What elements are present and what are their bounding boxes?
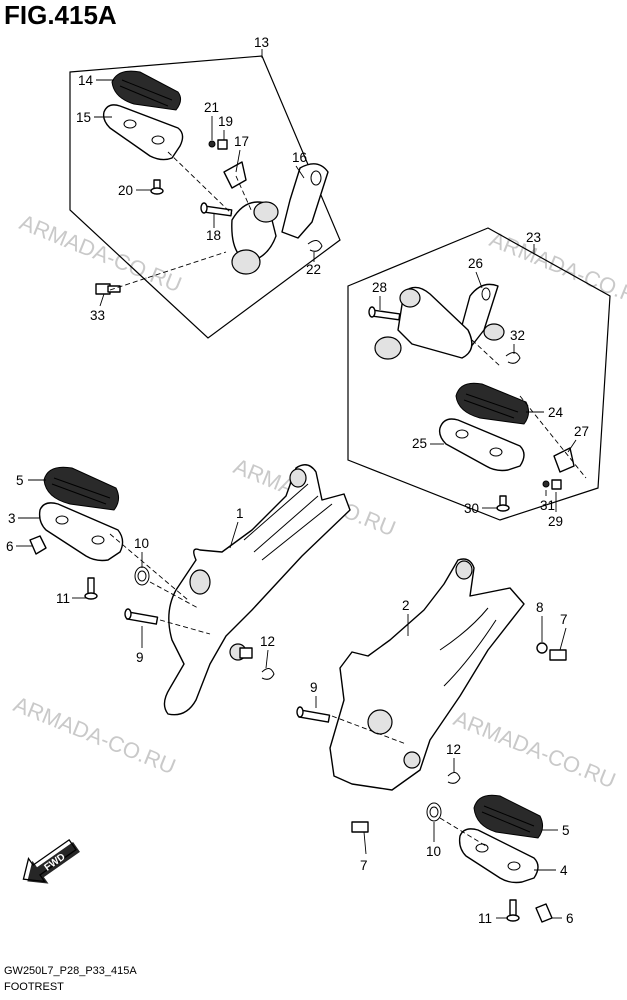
bolt-7-upper <box>549 649 567 661</box>
figure-title: FIG.415A <box>4 0 117 30</box>
callout-19: 19 <box>218 114 233 129</box>
watermark: ARMADA-CO.RU <box>450 705 619 793</box>
callout-2: 2 <box>402 598 410 613</box>
callout-25: 25 <box>412 436 427 451</box>
footpeg-rubber-5-left <box>43 466 120 511</box>
assembly-23-parts <box>368 283 587 512</box>
callout-15: 15 <box>76 110 91 125</box>
assembly-13-box <box>69 49 341 339</box>
callout-21: 21 <box>204 100 219 115</box>
callout-13: 13 <box>254 35 269 50</box>
footpeg-rubber-14 <box>111 70 182 111</box>
callout-9-right: 9 <box>310 680 318 695</box>
main-bracket-2-assembly <box>296 558 567 923</box>
callout-14: 14 <box>78 73 94 88</box>
watermark: ARMADA-CO.RU <box>486 226 627 314</box>
fwd-arrow: FWD <box>22 838 80 884</box>
callout-10-left: 10 <box>134 536 149 551</box>
pin-28 <box>368 306 401 321</box>
footpeg-25 <box>438 418 525 472</box>
callout-12-left: 12 <box>260 634 275 649</box>
callout-32: 32 <box>510 328 525 343</box>
assembly-23-box <box>347 227 611 521</box>
callout-1: 1 <box>236 506 244 521</box>
spring-10-left <box>134 566 150 586</box>
bolt-29-31 <box>542 479 562 490</box>
bracket-26 <box>374 283 505 360</box>
callout-7-lower: 7 <box>360 858 368 873</box>
watermark: ARMADA-CO.RU <box>10 691 179 779</box>
bolt-30 <box>496 495 510 512</box>
callout-11-left: 11 <box>56 591 70 606</box>
callout-11-right: 11 <box>478 911 492 926</box>
footer-name: FOOTREST <box>4 981 64 993</box>
callout-22: 22 <box>306 262 321 277</box>
assembly-13-parts <box>95 70 329 295</box>
callout-28: 28 <box>372 280 387 295</box>
clip-12-left <box>261 668 275 680</box>
callout-12-right: 12 <box>446 742 461 757</box>
callout-9-left: 9 <box>136 650 144 665</box>
callout-30: 30 <box>464 501 479 516</box>
callout-33: 33 <box>90 308 105 323</box>
callout-23: 23 <box>526 230 541 245</box>
callout-4: 4 <box>560 863 568 878</box>
washer-8 <box>536 642 548 654</box>
bolt-19-21 <box>208 139 228 150</box>
footpeg-15 <box>102 104 184 161</box>
callout-29: 29 <box>548 514 563 529</box>
footpeg-rubber-24 <box>455 382 530 425</box>
callout-24: 24 <box>548 405 564 420</box>
callout-6-right: 6 <box>566 911 574 926</box>
footpeg-3 <box>38 502 124 562</box>
bolt-11-right <box>509 899 517 917</box>
footer-code: GW250L7_P28_P33_415A <box>4 965 137 977</box>
bracket-2 <box>329 558 525 791</box>
callout-5-right: 5 <box>562 823 570 838</box>
clip-32 <box>505 352 521 364</box>
bolt-33 <box>95 283 121 295</box>
callout-27: 27 <box>574 424 589 439</box>
callout-26: 26 <box>468 256 483 271</box>
main-bracket-1-assembly <box>29 464 351 716</box>
plate-27 <box>553 447 575 473</box>
bolt-6-right <box>535 903 553 923</box>
bolt-7-lower <box>351 821 369 833</box>
bolt-6-left <box>29 535 47 555</box>
pin-18 <box>200 202 233 217</box>
callout-17: 17 <box>234 134 249 149</box>
bolt-20 <box>150 179 164 195</box>
callout-3: 3 <box>8 511 16 526</box>
bracket-16 <box>231 163 329 275</box>
callouts: 13 14 15 21 19 17 16 20 18 22 33 23 26 2… <box>6 35 589 926</box>
callout-5-left: 5 <box>16 473 24 488</box>
callout-20: 20 <box>118 183 133 198</box>
callout-7-upper: 7 <box>560 612 568 627</box>
callout-6-left: 6 <box>6 539 14 554</box>
spring-10-right <box>426 802 442 822</box>
callout-10-right: 10 <box>426 844 441 859</box>
callout-18: 18 <box>206 228 221 243</box>
plate-17 <box>223 161 247 189</box>
clip-12-right <box>447 772 461 784</box>
leader-lines <box>16 79 577 919</box>
footpeg-rubber-5-right <box>473 794 544 839</box>
callout-31: 31 <box>540 498 555 513</box>
callout-16: 16 <box>292 150 307 165</box>
clip-22 <box>307 240 323 252</box>
bolt-11-left <box>87 577 95 595</box>
callout-8: 8 <box>536 600 544 615</box>
